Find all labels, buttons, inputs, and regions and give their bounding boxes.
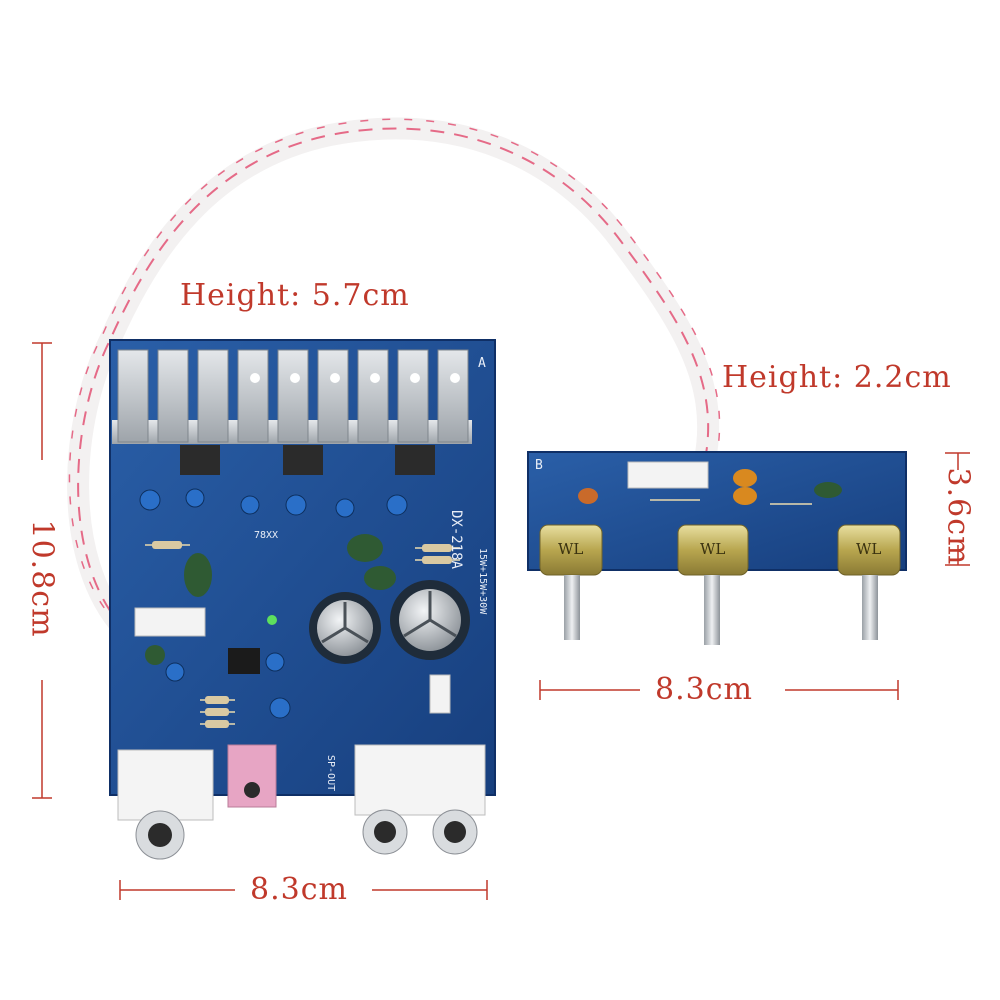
heatsink (112, 349, 472, 444)
pot-brand-volume: WL (856, 540, 882, 558)
model-mark: DX-218A (448, 510, 464, 570)
corner-b-mark: B (535, 458, 543, 473)
potentiometer-treble (677, 524, 749, 645)
potentiometer-volume (837, 524, 901, 640)
potentiometer-bass (539, 524, 603, 640)
corner-a-mark: A (478, 356, 486, 371)
power-mark: 15W+15W+30W (477, 548, 488, 615)
main-amplifier-board (109, 339, 496, 860)
input-jack-left (117, 749, 214, 860)
dimension-lines (32, 342, 970, 900)
pot-brand-bass: WL (558, 540, 584, 558)
tone-side-label: 3.6cm (940, 467, 976, 566)
pot-brand-treble: WL (700, 540, 726, 558)
tone-width-label: 8.3cm (655, 672, 753, 707)
tone-height-label: Height: 2.2cm (722, 360, 952, 395)
regulator-mark: 78XX (254, 530, 279, 541)
tone-control-board (527, 451, 907, 645)
main-width-label: 8.3cm (250, 872, 348, 907)
filter-capacitors (309, 580, 470, 664)
headphone-jack (227, 744, 277, 808)
main-side-label: 10.8cm (24, 519, 60, 638)
sp-out-mark: SP-OUT (325, 755, 336, 792)
ribbon-cable (67, 117, 721, 638)
main-height-label: Height: 5.7cm (180, 278, 410, 313)
speaker-out-jacks (354, 744, 486, 855)
